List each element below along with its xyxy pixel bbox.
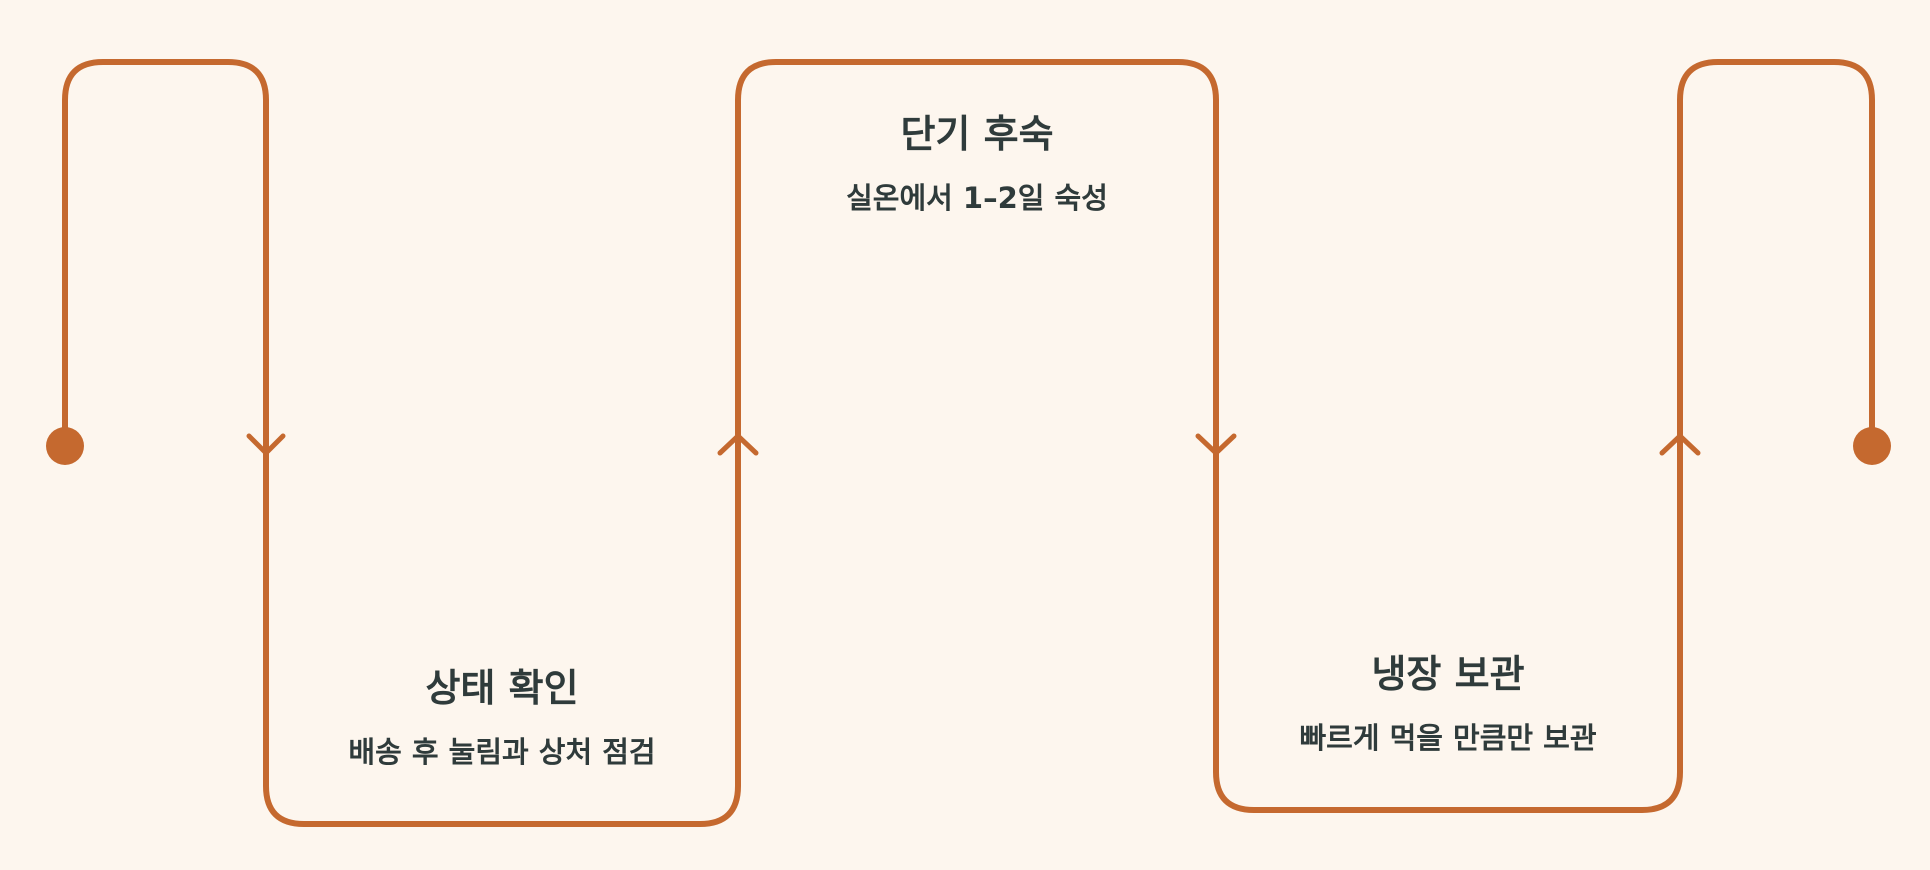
step-node: 냉장 보관 빠르게 먹을 만큼만 보관 (1299, 652, 1596, 755)
arrow-up-icon (1659, 433, 1701, 456)
step-node: 단기 후숙 실온에서 1–2일 숙성 (846, 112, 1108, 215)
step-title: 냉장 보관 (1371, 652, 1524, 696)
step-description: 배송 후 눌림과 상처 점검 (348, 735, 655, 769)
arrow-up-icon (717, 433, 759, 456)
step-title: 상태 확인 (425, 666, 578, 710)
end-dot-icon (1853, 427, 1891, 465)
step-description: 실온에서 1–2일 숙성 (846, 181, 1108, 215)
start-dot-icon (46, 427, 84, 465)
arrow-down-icon (246, 433, 286, 456)
arrow-down-icon (1195, 433, 1237, 456)
step-description: 빠르게 먹을 만큼만 보관 (1299, 721, 1596, 755)
step-node: 상태 확인 배송 후 눌림과 상처 점검 (348, 666, 655, 769)
flow-connector-line (62, 59, 1875, 827)
step-title: 단기 후숙 (900, 112, 1053, 156)
